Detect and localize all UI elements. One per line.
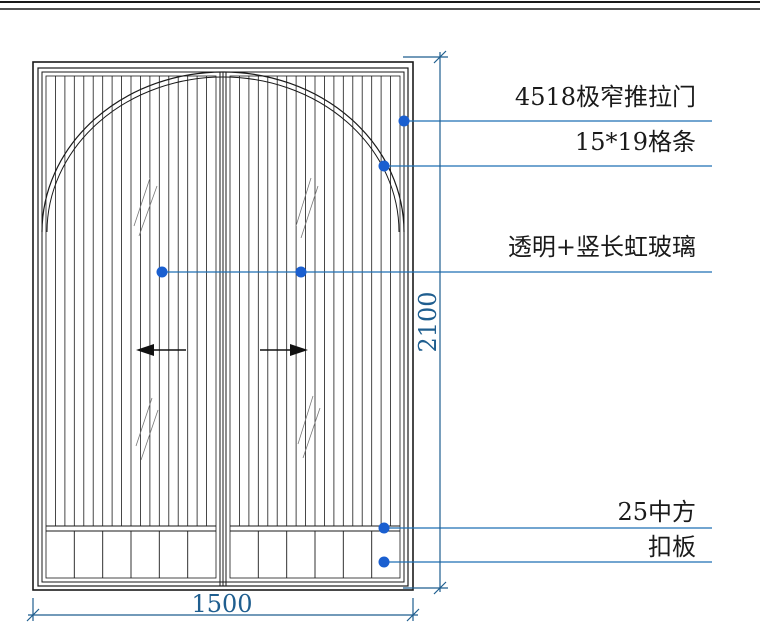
top-border <box>0 1 760 10</box>
glass-callout-dot-left <box>156 266 168 278</box>
panel-label: 扣板 <box>648 533 696 561</box>
left-slide-arrow-icon <box>136 344 186 356</box>
bottom-panel-boards <box>73 531 373 578</box>
height-dimension <box>403 50 448 595</box>
width-dimension <box>26 598 420 622</box>
arch-grille <box>41 71 405 233</box>
frame-callout-dot <box>398 115 410 127</box>
rail-callout-dot <box>378 522 390 534</box>
mullion-label: 15*19格条 <box>575 128 696 156</box>
height-dimension-value: 2100 <box>414 291 442 352</box>
left-leaf-vertical-slats <box>55 76 208 526</box>
panel-callout-dot <box>378 556 390 568</box>
bottom-panel <box>46 525 400 578</box>
left-door-leaf <box>41 71 221 583</box>
right-leaf-vertical-slats <box>238 76 392 526</box>
callout-leaders <box>162 120 712 563</box>
right-slide-arrow-icon <box>260 344 308 356</box>
right-door-leaf <box>225 71 405 583</box>
glass-callout-dot-right <box>295 266 307 278</box>
glass-label: 透明+竖长虹玻璃 <box>508 233 696 261</box>
callout-dots <box>156 115 410 568</box>
center-meeting-stiles <box>219 72 227 586</box>
rail-label: 25中方 <box>617 498 696 526</box>
glass-reflection-marks <box>133 177 321 461</box>
width-dimension-value: 1500 <box>191 590 252 618</box>
frame-label: 4518极窄推拉门 <box>515 83 696 111</box>
mullion-callout-dot <box>378 160 390 172</box>
